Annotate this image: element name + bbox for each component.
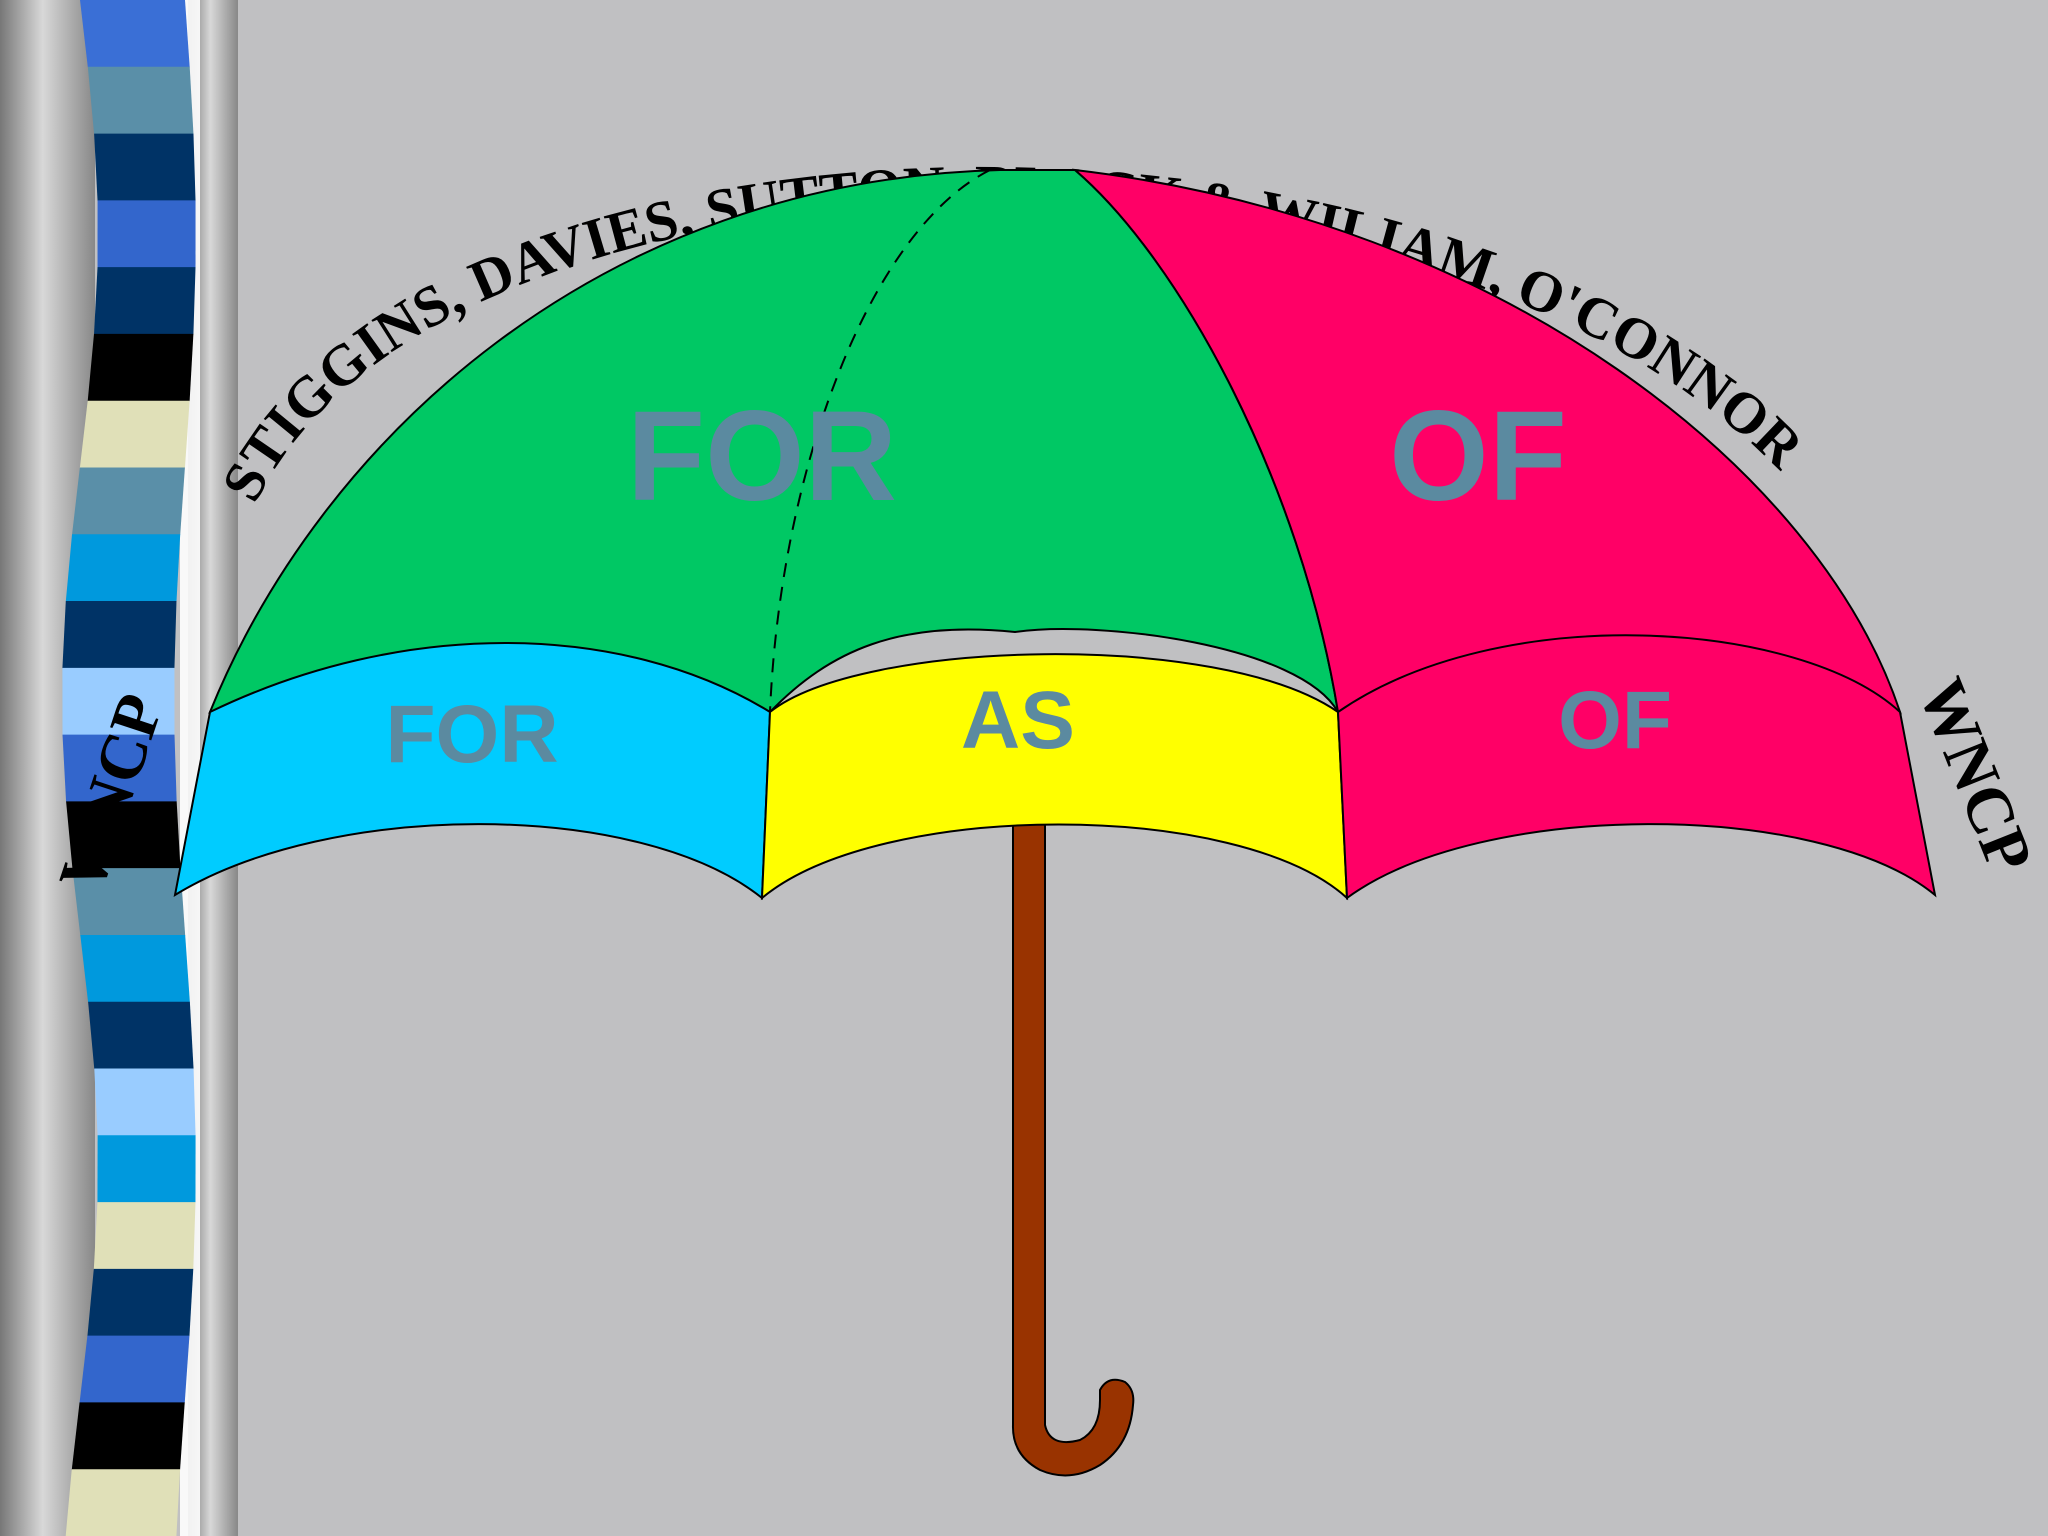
band-left-label: FOR — [385, 689, 558, 780]
border-stripe — [79, 1335, 190, 1403]
border-stripe — [87, 66, 194, 135]
border-stripe — [94, 1068, 196, 1136]
border-stripe — [62, 601, 177, 669]
border-stripe — [97, 1135, 196, 1203]
band-middle-label: AS — [961, 675, 1075, 766]
border-stripe — [62, 667, 175, 736]
border-stripe — [87, 1268, 194, 1337]
border-stripe — [87, 333, 194, 402]
border-stripe — [72, 467, 185, 535]
border-stripe — [80, 934, 190, 1003]
upper-left-label: FOR — [627, 385, 897, 528]
umbrella-handle — [1011, 809, 1135, 1477]
umbrella: FOR OF FOR AS OF — [173, 168, 1937, 901]
border-stripe — [65, 534, 181, 602]
border-stripe — [66, 801, 181, 869]
upper-right-label: OF — [1389, 385, 1567, 528]
border-stripe — [94, 267, 196, 335]
border-stripe — [93, 1202, 196, 1270]
border-stripe — [97, 200, 196, 268]
border-stripe — [62, 734, 177, 802]
left-border — [0, 0, 238, 1536]
border-stripe — [79, 400, 190, 468]
border-stripe — [88, 1001, 194, 1070]
wavy-stripes — [62, 0, 196, 1536]
dashed-rib — [769, 169, 991, 713]
border-stripe — [72, 868, 186, 936]
border-stripe — [94, 133, 196, 201]
band-right-label: OF — [1558, 675, 1672, 766]
border-stripe — [65, 1469, 181, 1536]
band-right-panel — [1336, 634, 1937, 900]
border-stripe — [80, 0, 190, 68]
border-stripe — [71, 1402, 185, 1470]
